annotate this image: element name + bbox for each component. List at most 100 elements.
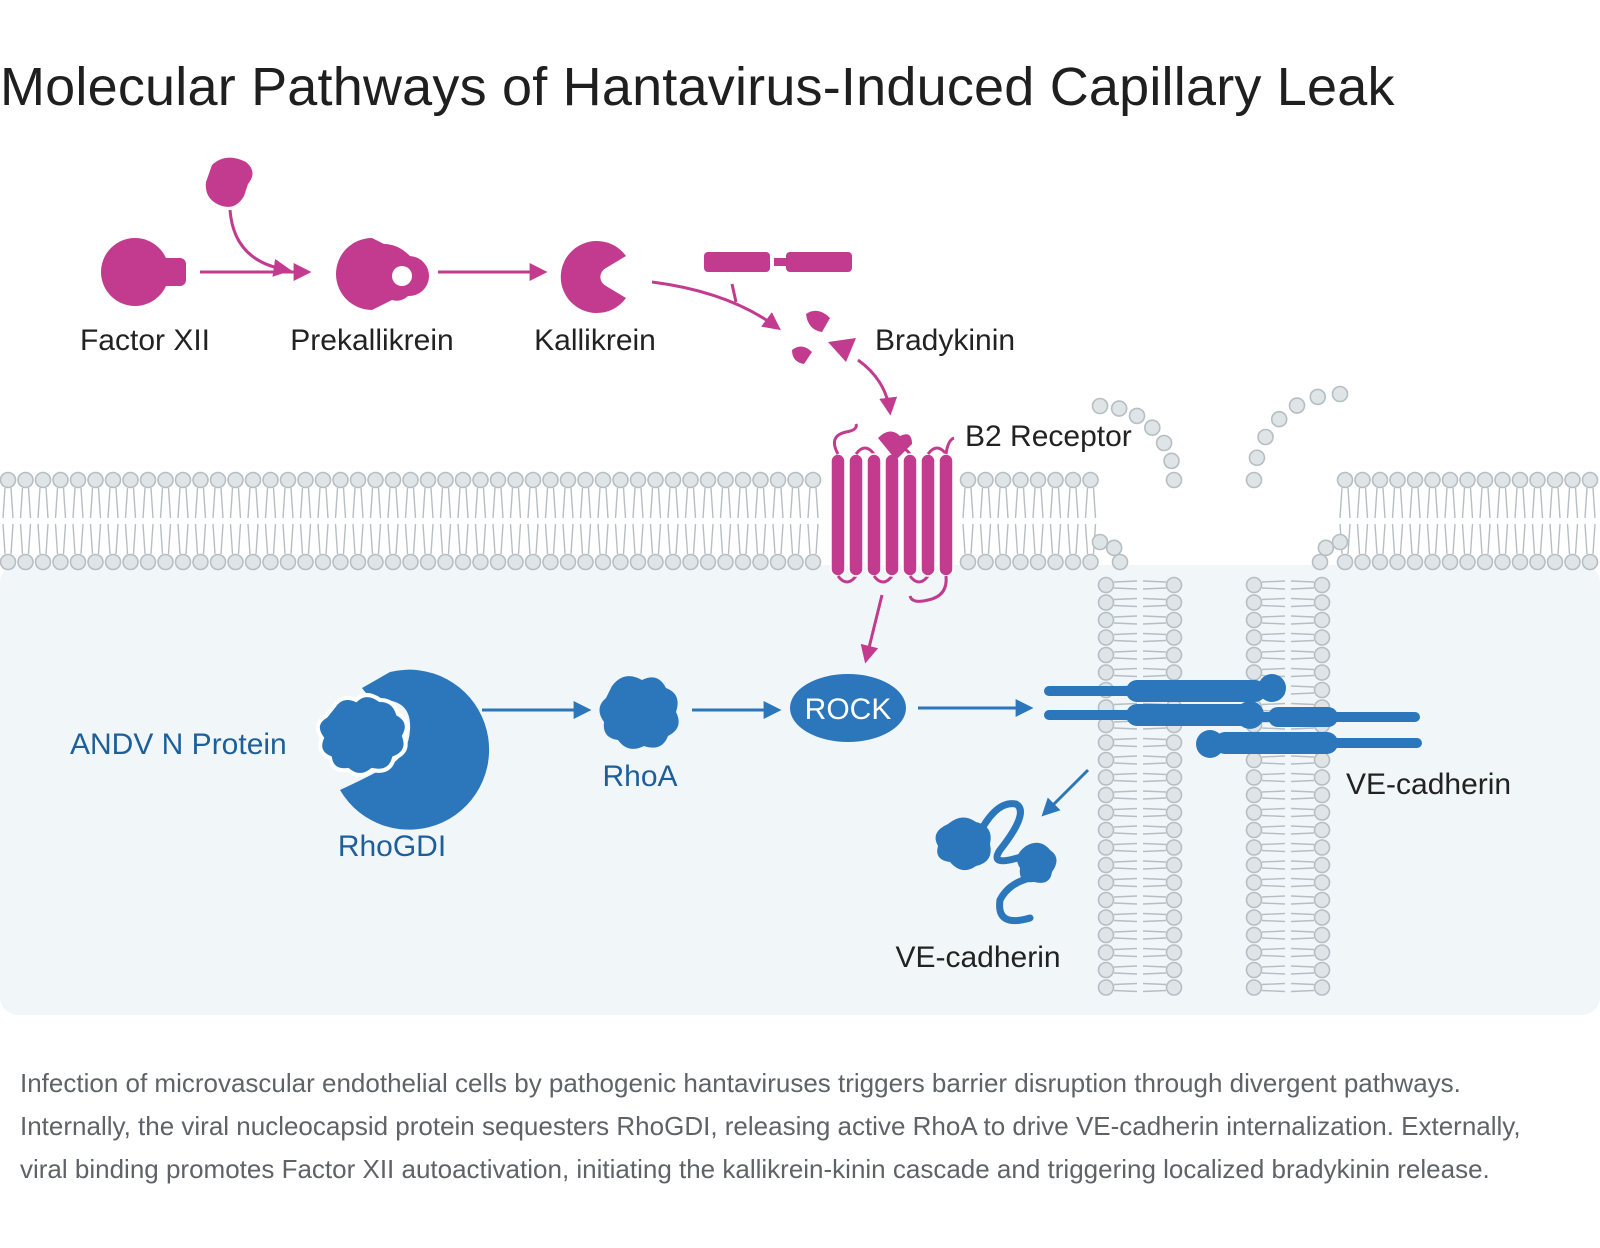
kininogen-icon bbox=[704, 252, 852, 272]
lipid bbox=[1097, 926, 1183, 944]
lipid bbox=[1581, 471, 1599, 571]
lipid bbox=[1245, 629, 1331, 646]
lipid bbox=[1511, 471, 1529, 571]
lipid bbox=[1097, 839, 1183, 856]
factor-xii-label: Factor XII bbox=[80, 324, 210, 357]
lipid bbox=[1097, 769, 1183, 786]
lipid bbox=[1441, 471, 1459, 571]
lipid bbox=[419, 471, 437, 571]
lipid bbox=[577, 471, 594, 571]
lipid bbox=[1245, 926, 1331, 944]
lipid bbox=[612, 471, 629, 571]
lipid bbox=[647, 471, 664, 571]
ve-cadherin-junction-label: VE-cadherin bbox=[1346, 768, 1511, 801]
lipid bbox=[1097, 576, 1183, 594]
lipid bbox=[384, 471, 402, 571]
lipid bbox=[1097, 664, 1183, 681]
lipid bbox=[1389, 471, 1406, 571]
lipid bbox=[1245, 769, 1331, 786]
cell-membrane bbox=[0, 385, 1599, 996]
lipid bbox=[1097, 874, 1183, 891]
lipid bbox=[192, 471, 209, 571]
lipid bbox=[1097, 611, 1183, 629]
lipid bbox=[1097, 734, 1183, 751]
lipid bbox=[349, 471, 367, 571]
lipid bbox=[157, 471, 174, 571]
rock-label: ROCK bbox=[805, 693, 892, 726]
lipid bbox=[1029, 471, 1047, 571]
activation-arrow bbox=[228, 209, 292, 277]
lipid bbox=[454, 471, 472, 571]
lipid bbox=[87, 471, 104, 571]
bradykinin-label: Bradykinin bbox=[875, 324, 1015, 357]
lipid bbox=[122, 471, 139, 571]
lipid bbox=[104, 471, 122, 571]
lipid bbox=[1097, 786, 1183, 804]
lipid bbox=[994, 471, 1012, 571]
lipid bbox=[507, 471, 524, 571]
andv-n-protein-label: ANDV N Protein bbox=[70, 728, 287, 761]
rock-icon bbox=[790, 674, 906, 742]
lipid bbox=[1097, 909, 1183, 926]
lipid bbox=[1245, 821, 1331, 839]
rhoa-label: RhoA bbox=[602, 760, 677, 793]
lipid bbox=[769, 471, 787, 571]
lipid bbox=[1064, 471, 1082, 571]
lipid bbox=[804, 471, 822, 571]
lipid bbox=[787, 471, 804, 571]
page-title: Molecular Pathways of Hantavirus-Induced… bbox=[0, 57, 1395, 117]
lipid bbox=[1529, 471, 1546, 571]
lipid bbox=[1424, 471, 1441, 571]
lipid bbox=[1371, 471, 1389, 571]
b2-receptor-icon bbox=[830, 423, 955, 603]
lipid bbox=[17, 471, 34, 571]
lipid bbox=[1097, 856, 1183, 874]
internalized-ve-cadherin-icon bbox=[935, 800, 1057, 925]
lipid bbox=[664, 471, 682, 571]
lipid bbox=[1245, 874, 1331, 891]
lipid bbox=[52, 471, 69, 571]
lipid bbox=[1097, 891, 1183, 909]
lipid bbox=[1097, 804, 1183, 821]
arrow-receptor-to-rock bbox=[860, 594, 884, 664]
lipid bbox=[977, 471, 994, 571]
arrow-bradykinin-to-receptor bbox=[857, 358, 898, 416]
lipid bbox=[699, 471, 717, 571]
lipid bbox=[1097, 646, 1183, 664]
lipid bbox=[367, 471, 384, 571]
lipid bbox=[524, 471, 542, 571]
lipid bbox=[1097, 629, 1183, 646]
lipid bbox=[69, 471, 87, 571]
lipid bbox=[489, 471, 507, 571]
lipid bbox=[297, 471, 314, 571]
lipid bbox=[1097, 979, 1183, 996]
factor-xii-icon bbox=[101, 238, 186, 306]
lipid bbox=[1245, 786, 1331, 804]
prekallikrein-label: Prekallikrein bbox=[290, 324, 453, 357]
lipid bbox=[1245, 611, 1331, 629]
lipid bbox=[629, 471, 647, 571]
lipid bbox=[682, 471, 699, 571]
kallikrein-label: Kallikrein bbox=[534, 324, 656, 357]
lipid bbox=[1245, 961, 1331, 979]
lipid bbox=[472, 471, 489, 571]
lipid bbox=[734, 471, 752, 571]
arrow-to-internalized-ve-cadherin bbox=[1041, 768, 1090, 817]
rhoa-icon bbox=[599, 676, 679, 749]
lipid bbox=[1494, 471, 1511, 571]
lipid bbox=[1245, 804, 1331, 821]
andv-n-protein-icon bbox=[315, 693, 409, 777]
lipid bbox=[1406, 471, 1424, 571]
ve-cadherin-junction-icon bbox=[1044, 674, 1422, 758]
prekallikrein-icon bbox=[336, 238, 430, 310]
lipid bbox=[244, 471, 262, 571]
figure-caption: Infection of microvascular endothelial c… bbox=[20, 1068, 1521, 1184]
lipid bbox=[174, 471, 192, 571]
lipid bbox=[1245, 594, 1331, 611]
lipid bbox=[279, 471, 297, 571]
lipid bbox=[437, 471, 454, 571]
lipid bbox=[1245, 944, 1331, 961]
lipid bbox=[1336, 471, 1354, 571]
lipid bbox=[1082, 471, 1099, 571]
lipid bbox=[542, 471, 559, 571]
